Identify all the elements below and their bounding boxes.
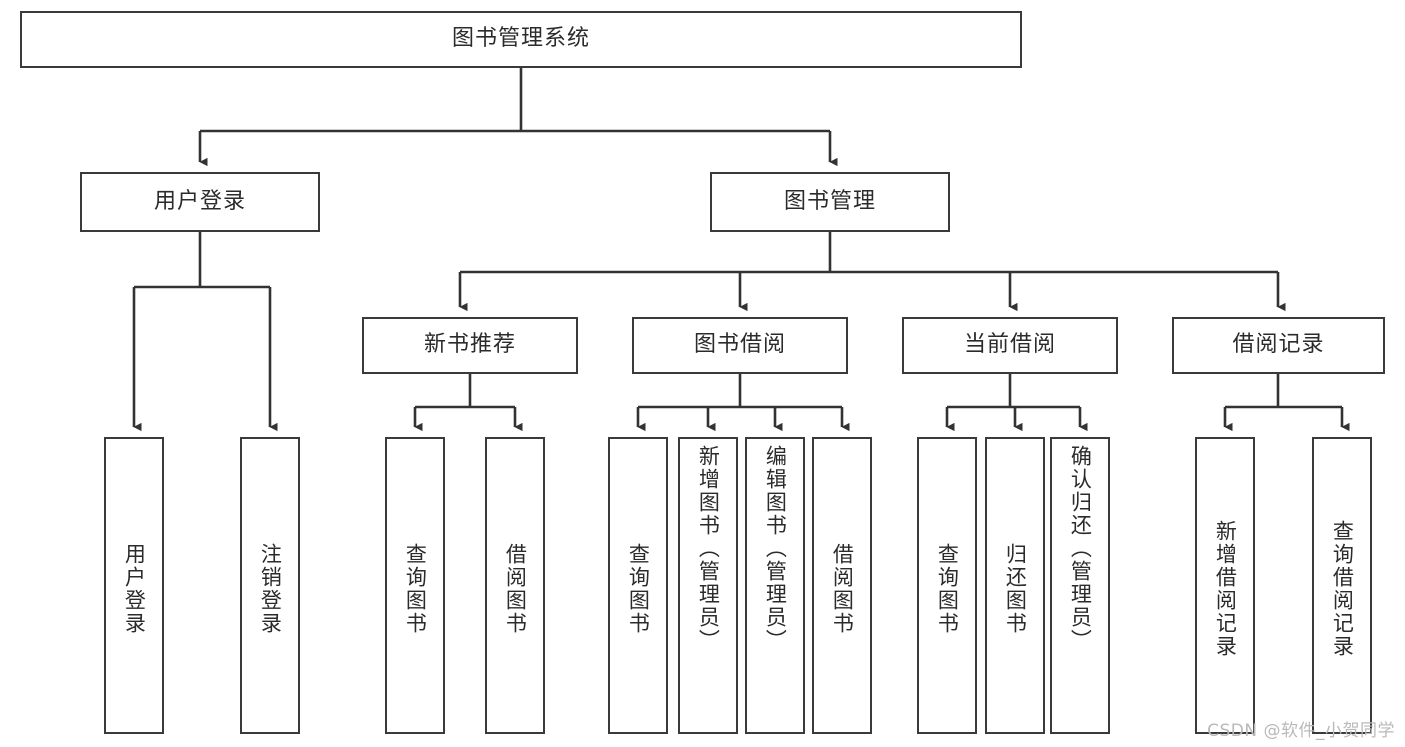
node-book-borrow-label: 图书借阅 [693,332,786,358]
node-new-book-rec-label: 新书推荐 [423,332,516,358]
node-user-login-label: 用户登录 [153,188,246,214]
node-leaf-add-record[interactable]: 新增借阅记录 [1195,437,1255,734]
node-leaf-query-book-1-label: 查询图书 [403,542,428,635]
node-root[interactable]: 图书管理系统 [20,11,1022,68]
node-leaf-user-logout[interactable]: 注销登录 [240,437,300,734]
node-leaf-confirm-return-label: 确认归还（管理员） [1068,445,1093,652]
node-borrow-record[interactable]: 借阅记录 [1172,317,1385,374]
node-leaf-user-login[interactable]: 用户登录 [104,437,164,734]
node-leaf-query-record-label: 查询借阅记录 [1330,519,1355,658]
node-new-book-rec[interactable]: 新书推荐 [362,317,578,374]
node-leaf-borrow-book-2-label: 借阅图书 [830,542,855,635]
watermark-text: CSDN @软件_小贺同学 [1207,721,1395,741]
node-leaf-borrow-book-1[interactable]: 借阅图书 [485,437,545,734]
node-leaf-user-login-label: 用户登录 [122,542,147,635]
node-current-borrow[interactable]: 当前借阅 [902,317,1118,374]
node-root-label: 图书管理系统 [451,26,590,52]
node-user-login[interactable]: 用户登录 [80,172,320,232]
node-leaf-edit-book-label: 编辑图书（管理员） [763,445,788,652]
node-current-borrow-label: 当前借阅 [963,332,1056,358]
node-leaf-borrow-book-1-label: 借阅图书 [503,542,528,635]
node-book-manage[interactable]: 图书管理 [710,172,950,232]
node-leaf-query-book-3-label: 查询图书 [935,542,960,635]
node-leaf-return-book-label: 归还图书 [1003,542,1028,635]
node-leaf-add-book[interactable]: 新增图书（管理员） [678,437,738,734]
node-leaf-confirm-return[interactable]: 确认归还（管理员） [1050,437,1110,734]
node-leaf-add-record-label: 新增借阅记录 [1213,519,1238,658]
node-leaf-query-book-3[interactable]: 查询图书 [917,437,977,734]
node-leaf-query-book-2-label: 查询图书 [626,542,651,635]
node-book-borrow[interactable]: 图书借阅 [632,317,848,374]
node-leaf-borrow-book-2[interactable]: 借阅图书 [812,437,872,734]
node-leaf-return-book[interactable]: 归还图书 [985,437,1045,734]
node-leaf-user-logout-label: 注销登录 [258,542,283,635]
node-borrow-record-label: 借阅记录 [1232,332,1325,358]
node-leaf-query-record[interactable]: 查询借阅记录 [1312,437,1372,734]
node-leaf-add-book-label: 新增图书（管理员） [696,445,721,652]
node-leaf-query-book-2[interactable]: 查询图书 [608,437,668,734]
node-leaf-edit-book[interactable]: 编辑图书（管理员） [745,437,805,734]
node-book-manage-label: 图书管理 [783,188,876,214]
node-leaf-query-book-1[interactable]: 查询图书 [385,437,445,734]
